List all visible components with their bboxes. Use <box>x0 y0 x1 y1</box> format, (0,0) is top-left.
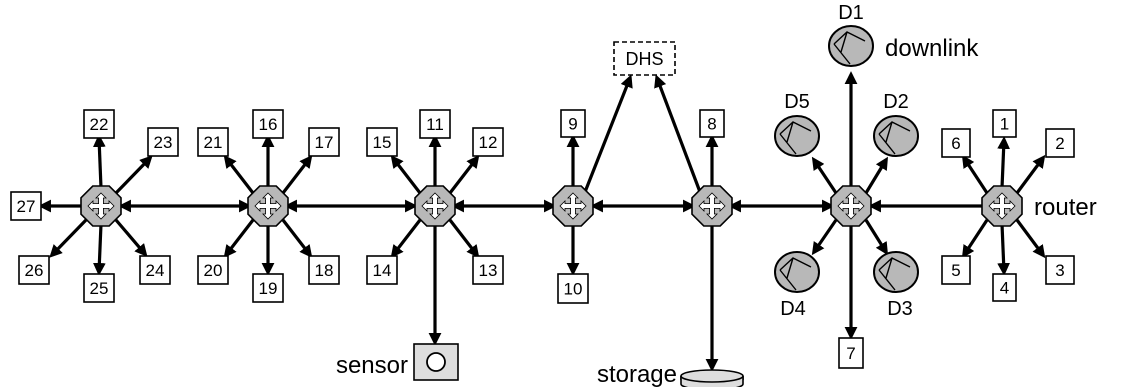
node-label: 21 <box>204 133 223 152</box>
node-label: 10 <box>564 280 583 299</box>
node-label: 22 <box>90 115 109 134</box>
node-box: 20 <box>197 255 229 285</box>
node-label: 23 <box>154 133 173 152</box>
dish-icon: D2 <box>873 91 919 157</box>
router-icon <box>80 185 122 227</box>
routers <box>80 185 1023 227</box>
nodes: 1234567891011121314151617181920212223242… <box>10 109 1075 369</box>
node-box: 1 <box>992 109 1017 138</box>
dish-icon: D5 <box>774 91 820 157</box>
node-label: 14 <box>373 261 392 280</box>
spoke-links <box>38 71 1046 372</box>
node-label: 3 <box>1055 261 1064 280</box>
node-box: 17 <box>308 127 340 157</box>
storage-node: storage <box>597 361 744 387</box>
node-box: 12 <box>472 127 504 157</box>
dish-icon: D1 <box>828 2 874 67</box>
router-icon <box>552 185 594 227</box>
dish-icon: D4 <box>774 251 820 320</box>
node-label: 6 <box>951 134 960 153</box>
router-icon <box>414 185 456 227</box>
node-label: 13 <box>479 261 498 280</box>
dish-label: D3 <box>887 298 913 320</box>
node-box: 4 <box>992 273 1017 302</box>
node-box: 14 <box>366 255 398 285</box>
node-box: 9 <box>560 109 586 138</box>
dish-label: D2 <box>883 91 909 113</box>
node-label: 20 <box>204 261 223 280</box>
node-label: 26 <box>25 261 44 280</box>
node-label: 17 <box>315 133 334 152</box>
node-label: 1 <box>1000 115 1009 134</box>
dhs-node: DHS <box>613 41 676 76</box>
storage-icon <box>680 369 744 387</box>
node-box: 21 <box>197 127 229 157</box>
router-icon <box>830 185 872 227</box>
dish-label: D1 <box>838 2 864 24</box>
node-label: 12 <box>479 133 498 152</box>
sensor-icon <box>426 352 446 372</box>
node-label: 25 <box>90 279 109 298</box>
dish-label: D5 <box>784 91 810 113</box>
node-label: 4 <box>1000 279 1009 298</box>
node-label: 19 <box>259 279 278 298</box>
router-label: router <box>1034 194 1097 221</box>
node-box: 16 <box>252 109 284 139</box>
node-box: 15 <box>366 127 398 157</box>
node-box: 6 <box>941 128 971 158</box>
downlink-label: downlink <box>885 35 979 62</box>
node-label: 8 <box>707 115 716 134</box>
node-box: 2 <box>1045 128 1075 158</box>
node-box: 24 <box>139 255 171 285</box>
sensor-node: sensor <box>336 343 459 381</box>
node-box: 11 <box>419 109 451 139</box>
node-box: 19 <box>252 273 284 303</box>
dish-label: D4 <box>780 298 806 320</box>
node-box: 18 <box>308 255 340 285</box>
storage-label: storage <box>597 361 677 387</box>
node-box: 7 <box>838 337 864 369</box>
node-label: 7 <box>846 344 855 363</box>
router-icon <box>981 185 1023 227</box>
node-label: 18 <box>315 261 334 280</box>
node-box: 5 <box>941 255 971 285</box>
node-label: 11 <box>426 115 444 134</box>
node-box: 13 <box>472 255 504 285</box>
node-box: 8 <box>699 109 725 138</box>
node-label: 2 <box>1055 134 1064 153</box>
node-box: 10 <box>557 273 589 304</box>
dhs-label: DHS <box>625 49 663 69</box>
sensor-label: sensor <box>336 352 408 379</box>
router-icon <box>691 185 733 227</box>
node-box: 26 <box>18 255 50 285</box>
node-label: 24 <box>146 261 165 280</box>
node-box: 22 <box>83 109 115 139</box>
node-box: 27 <box>10 191 42 221</box>
router-icon <box>247 185 289 227</box>
node-box: 3 <box>1045 255 1075 285</box>
node-box: 25 <box>83 273 115 303</box>
node-label: 16 <box>259 115 278 134</box>
node-label: 27 <box>17 197 36 216</box>
dish-icon: D3 <box>873 251 919 320</box>
node-label: 15 <box>373 133 392 152</box>
node-box: 23 <box>147 127 179 157</box>
node-label: 9 <box>568 115 577 134</box>
node-label: 5 <box>951 261 960 280</box>
